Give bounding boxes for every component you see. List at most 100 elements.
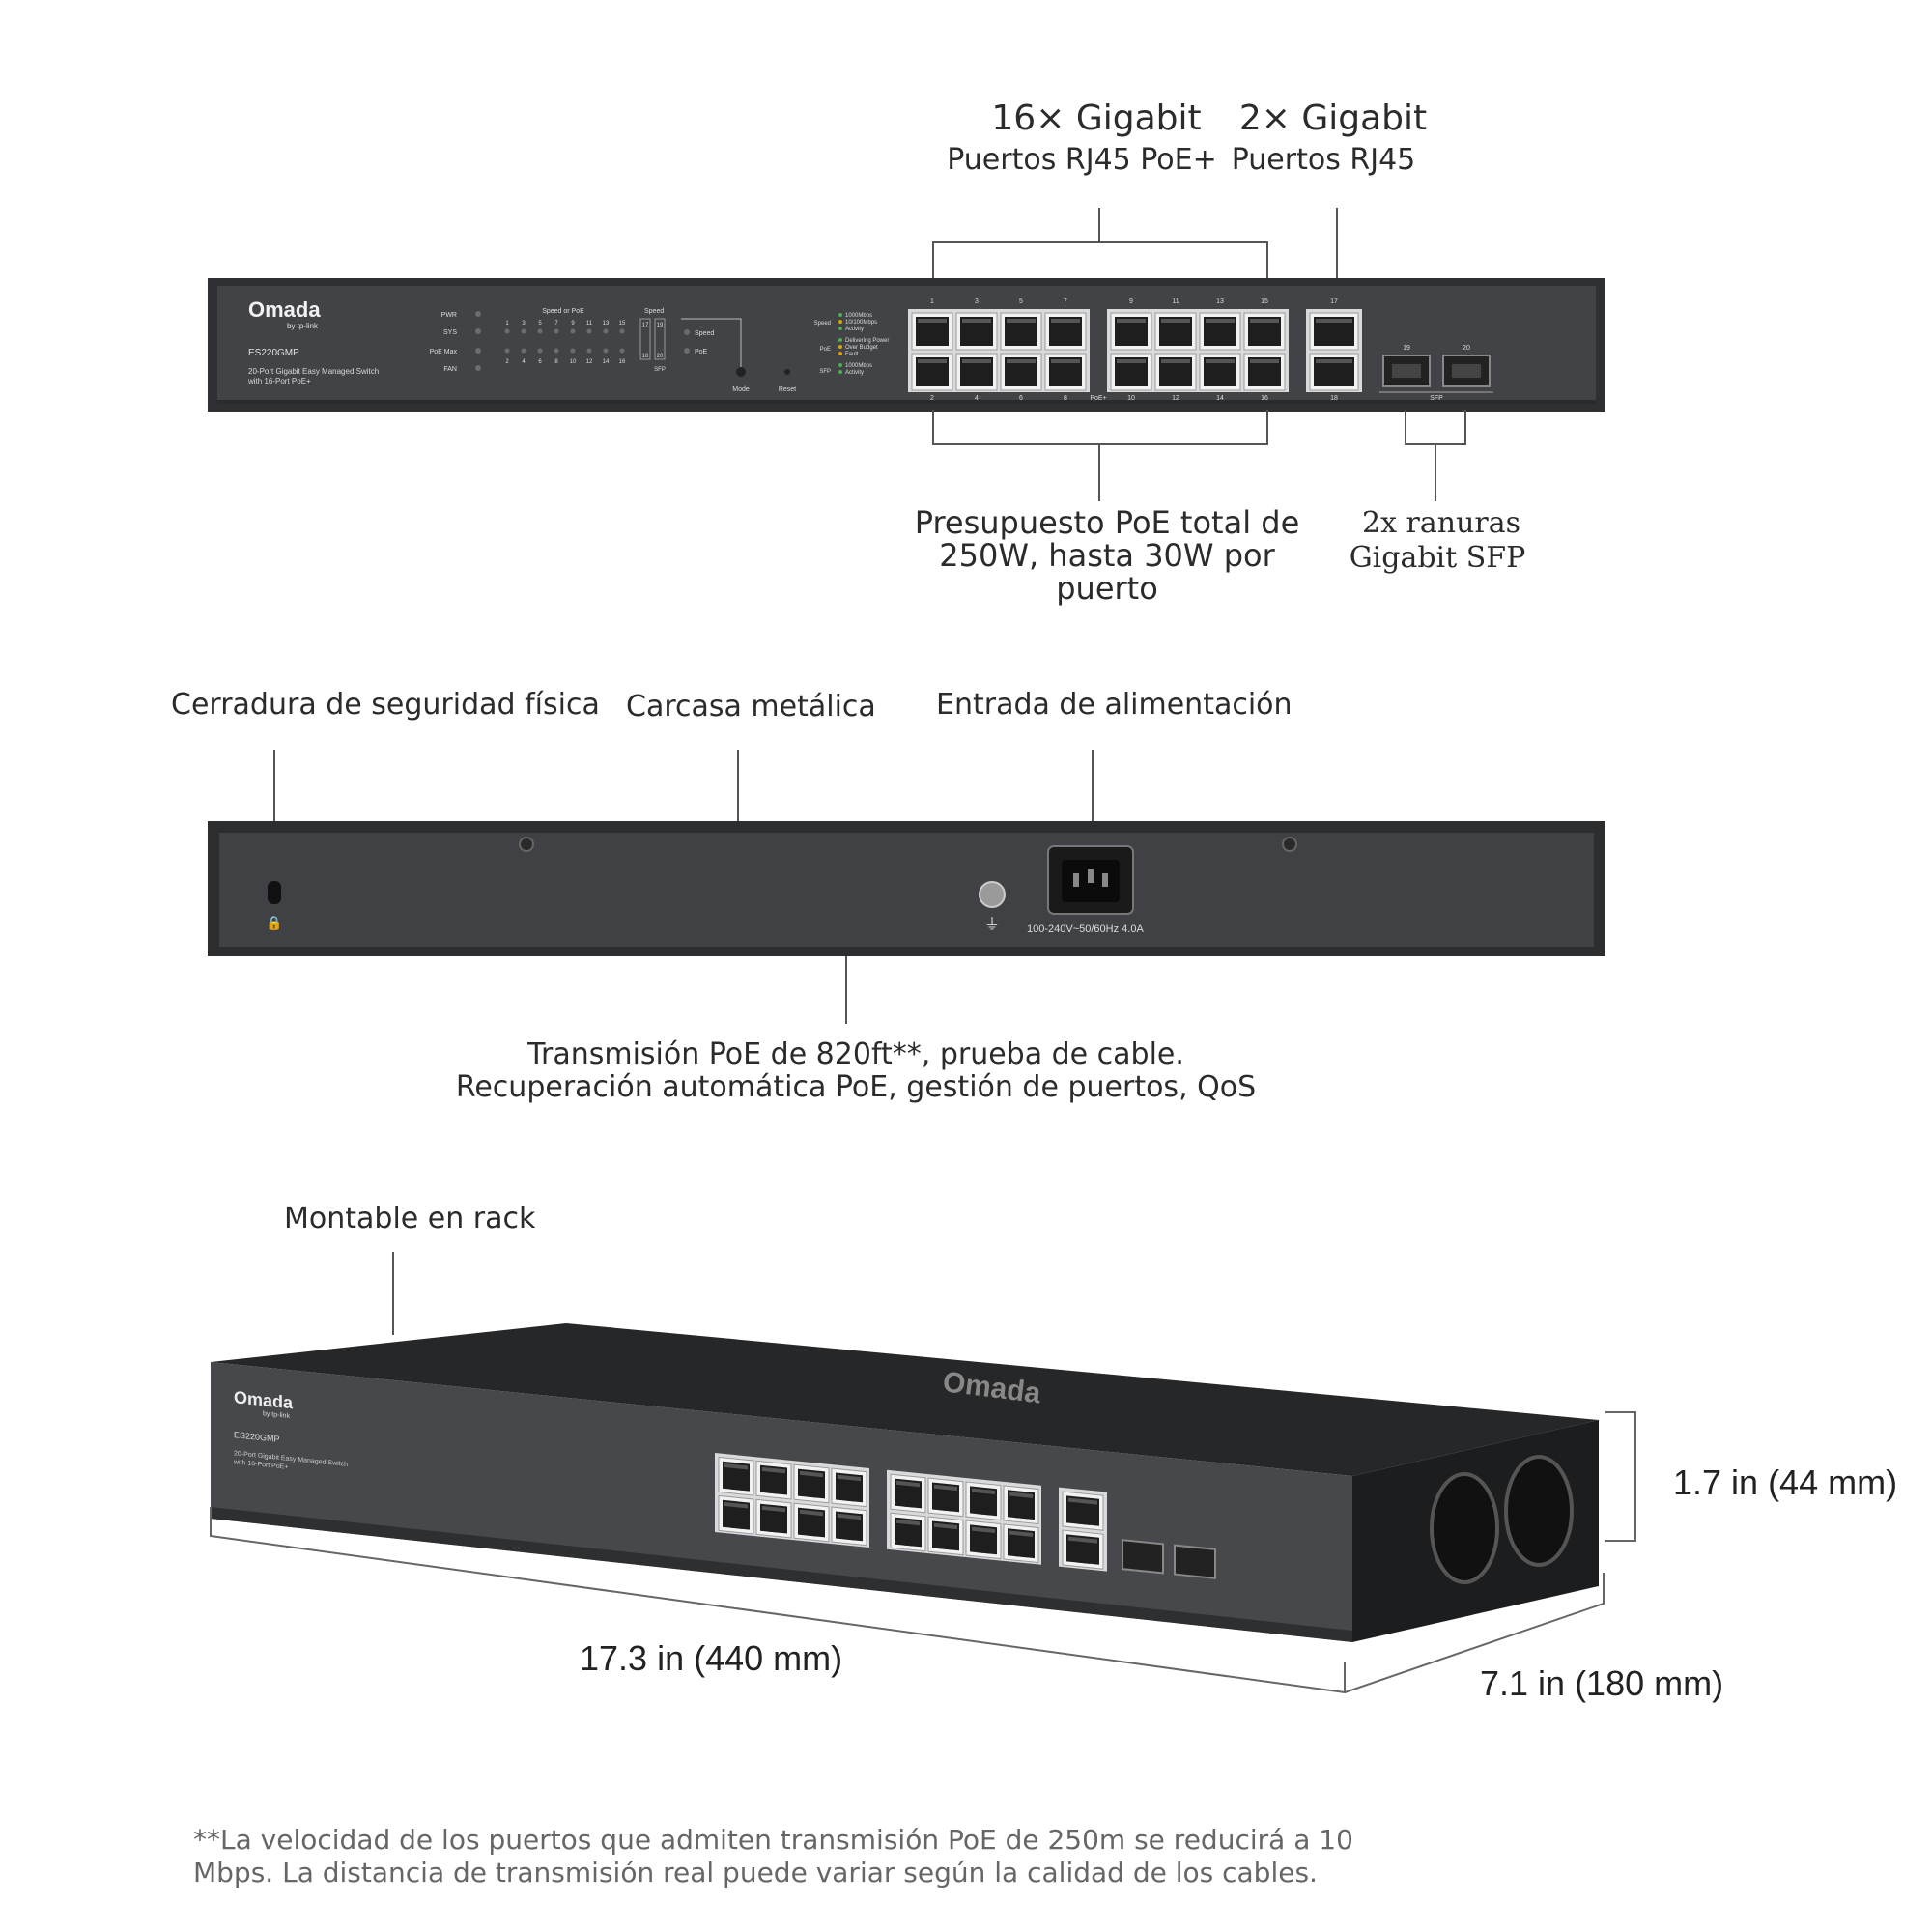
svg-text:14: 14: [1216, 395, 1224, 402]
svg-text:19: 19: [1403, 345, 1410, 352]
svg-text:3: 3: [975, 298, 979, 305]
svg-text:16: 16: [1261, 395, 1268, 402]
iso-rj45-port-18: [1062, 1529, 1104, 1570]
callout-line: [392, 1252, 394, 1335]
svg-text:18: 18: [1330, 395, 1338, 402]
callout-line: [737, 750, 739, 823]
led-dot: [586, 348, 592, 354]
callout-line: [1092, 750, 1094, 866]
rack-mount-label: Montable en rack: [284, 1202, 536, 1236]
callout-line: [1266, 410, 1268, 445]
led-number: 5: [538, 321, 542, 327]
callout-line: [845, 956, 847, 1024]
rj45-port: [1000, 353, 1042, 391]
fan-grille-2: [1504, 1455, 1574, 1567]
iso-rj45-port: [1003, 1485, 1039, 1525]
svg-text:Speed: Speed: [695, 330, 714, 337]
svg-text:SFP: SFP: [1430, 395, 1443, 402]
svg-text:Delivering Power: Delivering Power: [845, 338, 889, 344]
rj45-port: [1243, 312, 1286, 351]
svg-text:SFP: SFP: [819, 369, 831, 375]
svg-text:Over Budget: Over Budget: [845, 345, 878, 351]
svg-text:Fault: Fault: [845, 352, 859, 357]
rj45-port: [955, 312, 998, 351]
svg-text:PoE: PoE: [695, 349, 708, 355]
rj45-port: [1044, 353, 1087, 391]
led-label-pwr: PWR: [441, 312, 457, 319]
rj45-port: [1243, 353, 1286, 391]
iso-rj45-port: [927, 1516, 964, 1556]
brand-sub: by tp-link: [287, 322, 319, 330]
rj45-port: [1000, 312, 1042, 351]
footnote: **La velocidad de los puertos que admite…: [193, 1824, 1353, 1889]
iso-rj45-port: [927, 1477, 964, 1518]
led-dot: [504, 328, 510, 334]
svg-text:7: 7: [1064, 298, 1067, 305]
led-number: 7: [554, 321, 558, 327]
rj45-port-17: [1309, 312, 1359, 351]
led-number: 9: [571, 321, 575, 327]
svg-text:10/100Mbps: 10/100Mbps: [845, 320, 877, 326]
model-desc-2: with 16-Port PoE+: [247, 377, 311, 385]
power-rating: 100-240V~50/60Hz 4.0A: [1027, 923, 1144, 935]
fan-grille-1: [1430, 1472, 1499, 1584]
callout-line: [273, 750, 275, 867]
led-number: 15: [619, 321, 626, 327]
rj45-port: [1110, 353, 1152, 391]
callout-line: [1464, 410, 1466, 445]
led-dot: [554, 348, 559, 354]
callout-line: [1435, 443, 1436, 501]
svg-text:6: 6: [1019, 395, 1023, 402]
led-dot: [586, 328, 592, 334]
callout-line: [1266, 242, 1268, 285]
led-dot: [554, 328, 559, 334]
svg-text:ES220GMP: ES220GMP: [234, 1430, 279, 1444]
power-input-label: Entrada de alimentación: [936, 688, 1293, 722]
led-dot: [570, 348, 576, 354]
rj45-port: [911, 312, 953, 351]
svg-text:13: 13: [1216, 298, 1224, 305]
model-name: ES220GMP: [248, 348, 299, 358]
rj45-port: [955, 353, 998, 391]
reset-button: [784, 369, 790, 375]
svg-text:17: 17: [642, 323, 649, 328]
svg-text:17: 17: [1330, 298, 1338, 305]
callout-line: [1405, 410, 1406, 445]
callout-line: [1098, 443, 1100, 501]
iso-rj45-port: [718, 1456, 754, 1496]
svg-text:20: 20: [1463, 345, 1470, 352]
led-number: 11: [586, 321, 593, 327]
led-number: 2: [505, 359, 509, 365]
rj45-port: [1044, 312, 1087, 351]
model-desc-1: 20-Port Gigabit Easy Managed Switch: [248, 367, 379, 376]
led-label-fan: FAN: [443, 366, 457, 373]
mode-button: [736, 367, 746, 377]
led-label-sys: SYS: [443, 329, 457, 336]
svg-text:8: 8: [1064, 395, 1067, 402]
svg-text:Activity: Activity: [845, 370, 864, 376]
rj45-port: [911, 353, 953, 391]
led-number: 16: [619, 359, 626, 365]
iso-rj45-port: [1003, 1523, 1039, 1564]
iso-rj45-port: [890, 1473, 926, 1514]
led-number: 1: [505, 321, 509, 327]
iso-rj45-port: [965, 1520, 1002, 1560]
ground-icon: ⏚: [984, 916, 1000, 933]
rj45-port-18: [1309, 353, 1359, 391]
width-dimension: 17.3 in (440 mm): [580, 1638, 843, 1678]
svg-text:18: 18: [642, 354, 649, 359]
svg-text:15: 15: [1261, 298, 1268, 305]
height-dimension: 1.7 in (44 mm): [1673, 1463, 1898, 1502]
svg-text:19: 19: [657, 323, 664, 328]
svg-text:12: 12: [1172, 395, 1179, 402]
lock-label: Cerradura de seguridad física: [171, 688, 600, 722]
iso-rj45-port: [718, 1494, 754, 1535]
led-dot: [521, 348, 526, 354]
svg-text:SFP: SFP: [654, 367, 666, 373]
led-label-poemax: PoE Max: [430, 349, 458, 355]
speed-label: Speed: [644, 308, 664, 315]
rj45-title: 2× Gigabit: [1238, 99, 1428, 138]
rj45-subtitle: Puertos RJ45: [1231, 143, 1416, 177]
speed-or-poe-label: Speed or PoE: [542, 308, 584, 315]
